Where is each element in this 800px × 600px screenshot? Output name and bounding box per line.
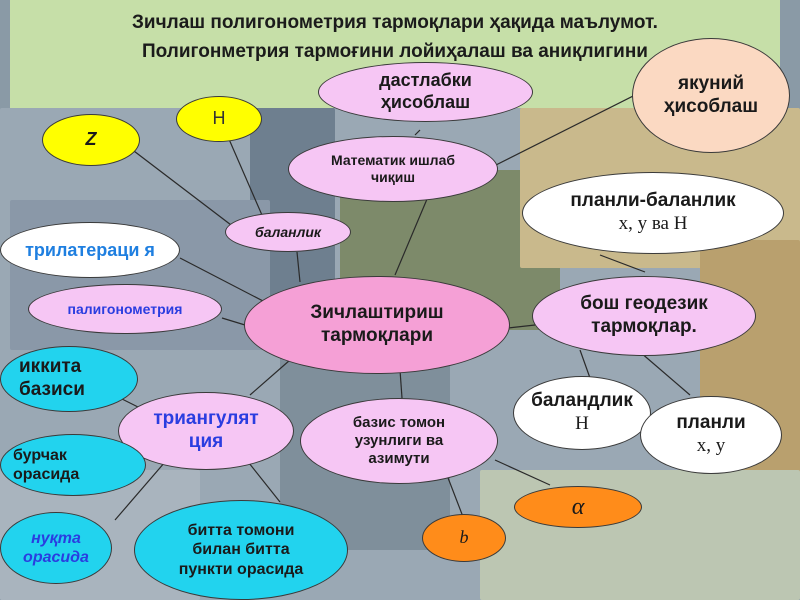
node-free-geodetic-networks: бош геодезик тармоқлар. [532,276,756,356]
connector-line [639,351,691,396]
node-label: палигонометрия [67,300,183,317]
node-plan-height: планли-баланлик x, y ва H [522,172,784,254]
connector-line [579,349,591,379]
node-label: b [459,527,469,548]
node-height-h: баландлик H [513,376,651,450]
node-sublabel: x, y ва H [618,213,688,234]
connector-line [507,324,536,329]
connector-line [114,461,166,521]
node-alpha: α [514,486,642,528]
connector-line [489,84,656,169]
node-label: трилатераци я [25,239,155,260]
node-label: Зичлаштириш тармоқлари [310,302,444,346]
node-polygonometry: палигонометрия [28,284,222,334]
node-label: баландлик [531,390,633,412]
node-z: Z [42,114,140,166]
node-angle-between: бурчак орасида [0,434,146,496]
connector-line [296,251,301,283]
node-label: битта томони билан битта пункти орасида [178,522,304,578]
node-planned-xy: планли x, y [640,396,782,474]
node-base-side-azimuth: базис томон узунлиги ва азимути [300,398,498,484]
node-label: Z [85,129,97,150]
node-label: H [212,108,226,129]
node-trilateration: трилатераци я [0,222,180,278]
node-point-between: нуқта орасида [0,512,112,584]
node-two-bases: иккита базиси [0,346,138,412]
node-label: α [571,493,585,520]
connector-line [244,457,281,503]
node-label: Математик ишлаб чиқиш [331,152,455,185]
node-label: якуний ҳисоблаш [663,72,759,117]
connector-line [414,129,421,136]
node-text: планли-баланлик x, y ва H [570,190,735,236]
connector-line [494,459,551,486]
node-text: баландлик H [531,390,633,436]
node-final-calculation: якуний ҳисоблаш [632,38,790,153]
title-line-2: Полигонметрия тармоғини лойиҳалаш ва ани… [142,41,648,62]
connector-line [224,129,266,223]
node-sublabel: x, y [696,435,726,456]
node-label: планли [676,412,746,434]
connector-line [394,191,431,276]
node-sublabel: H [575,413,589,434]
node-center-densification-networks: Зичлаштириш тармоқлари [244,276,510,374]
node-text: планли x, y [676,412,745,458]
node-label: дастлабки ҳисоблаш [379,70,472,112]
connector-line [399,369,403,399]
node-triangulation: триангулят ция [118,392,294,470]
node-math-processing: Математик ишлаб чиқиш [288,136,498,202]
page-title: Зичлаш полигонометрия тармоқлари ҳақида … [10,8,780,66]
node-initial-calculation: дастлабки ҳисоблаш [318,62,533,122]
node-label: базис томон узунлиги ва азимути [352,414,446,467]
title-line-1: Зичлаш полигонометрия тармоқлари ҳақида … [132,12,658,33]
node-label: триангулят ция [153,408,259,452]
node-label: бош геодезик тармоқлар. [580,293,708,337]
node-label: планли-баланлик [570,190,736,212]
node-label: нуқта орасида [23,529,89,566]
node-b: b [422,514,506,562]
node-label: бурчак орасида [13,446,80,483]
node-label: иккита базиси [19,356,85,400]
connector-line [599,254,646,273]
node-label: баланлик [255,223,321,240]
node-height: баланлик [225,212,351,252]
node-h: H [176,96,262,142]
connector-line [129,147,236,229]
connector-line [249,359,291,396]
node-one-side-one-point: битта томони билан битта пункти орасида [134,500,348,600]
connector-line [221,317,246,326]
connector-line [444,469,466,523]
